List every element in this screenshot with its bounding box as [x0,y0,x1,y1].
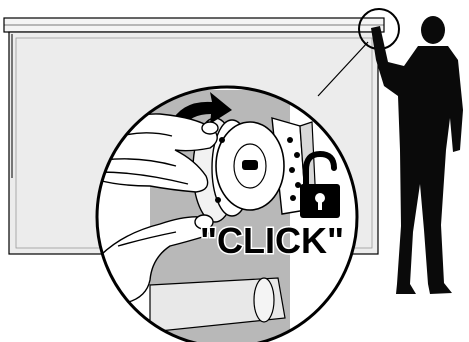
click-callout-text: "CLICK" [200,220,344,261]
person-silhouette [371,16,463,294]
